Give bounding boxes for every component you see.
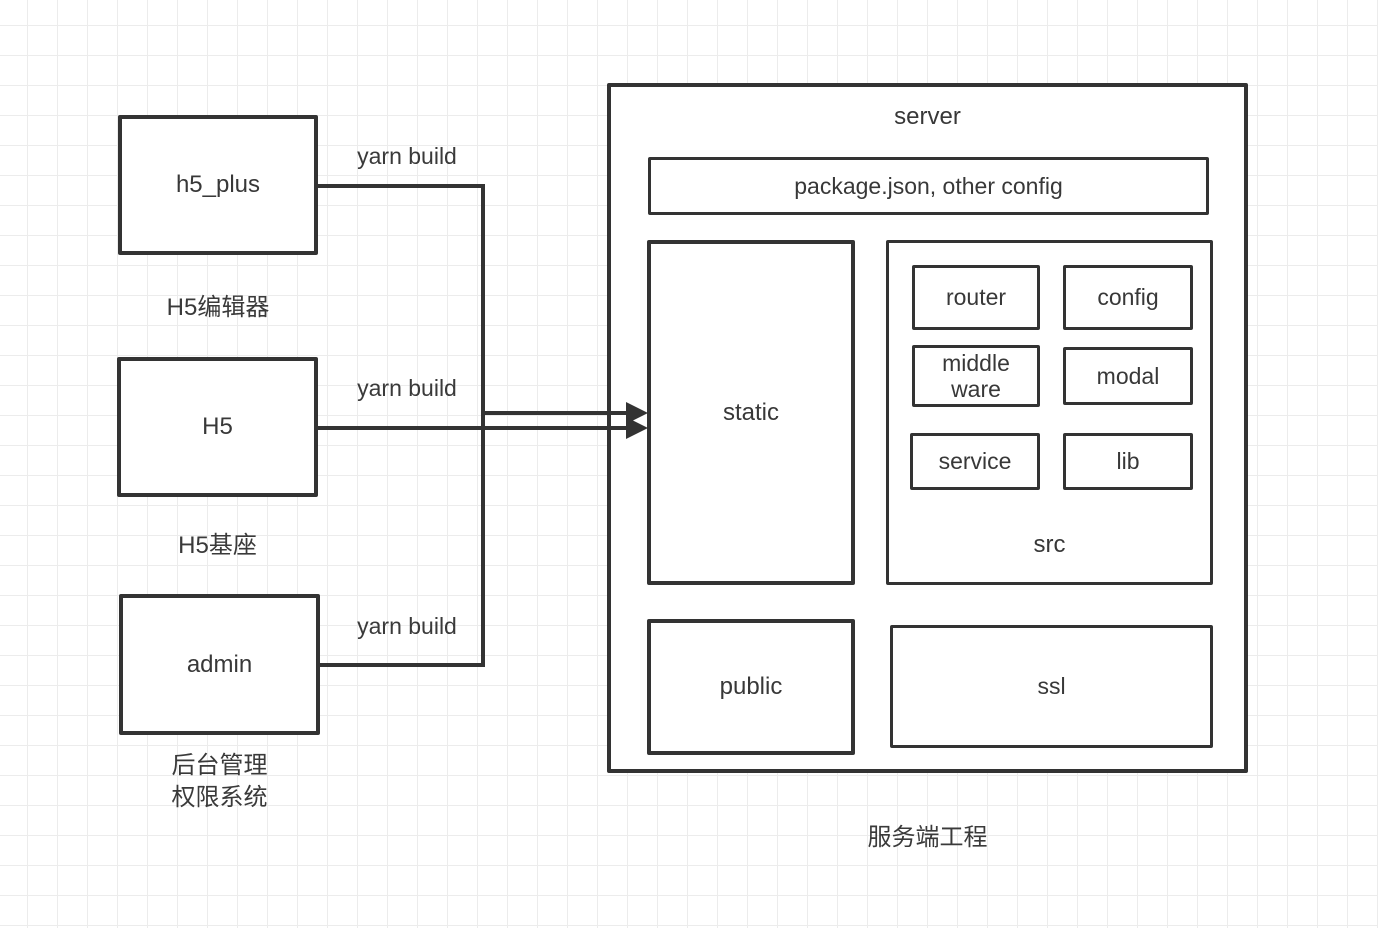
shape-router: router — [912, 265, 1040, 330]
shape-middleware: middle ware — [912, 345, 1040, 407]
caption-admin-line-2: 权限系统 — [171, 784, 268, 811]
caption-h5-editor: H5编辑器 — [166, 294, 270, 321]
edge-admin-horizontal — [320, 663, 483, 667]
middleware-label-line-1: middle — [942, 350, 1010, 376]
src-label: src — [1033, 531, 1066, 558]
edge-merged-to-static — [483, 411, 628, 415]
shape-service: service — [910, 433, 1040, 490]
service-label: service — [938, 448, 1012, 475]
middleware-label-line-2: ware — [951, 376, 1001, 402]
shape-config: config — [1063, 265, 1193, 330]
shape-h5-plus: h5_plus — [118, 115, 318, 255]
shape-h5-plus-label: h5_plus — [175, 171, 261, 199]
caption-server-project: 服务端工程 — [867, 824, 988, 851]
lib-label: lib — [1116, 448, 1140, 475]
edge-label-yarn-build-3: yarn build — [357, 613, 457, 639]
shape-h5: H5 — [117, 357, 318, 497]
shape-admin: admin — [119, 594, 320, 735]
package-json-label: package.json, other config — [794, 172, 1063, 199]
shape-lib: lib — [1063, 433, 1193, 490]
modal-label: modal — [1096, 362, 1160, 389]
caption-h5-base: H5基座 — [178, 532, 257, 559]
arrowhead-icon — [626, 417, 648, 439]
shape-package-json-config: package.json, other config — [648, 157, 1209, 215]
shape-static: static — [647, 240, 855, 585]
shape-h5-label: H5 — [202, 413, 233, 441]
caption-admin-line-1: 后台管理 — [171, 752, 268, 779]
router-label: router — [945, 284, 1007, 311]
shape-modal: modal — [1063, 347, 1193, 405]
caption-admin-system: 后台管理 权限系统 — [119, 750, 320, 814]
ssl-label: ssl — [1037, 673, 1066, 700]
middleware-label: middle ware — [942, 350, 1010, 402]
edge-label-yarn-build-2: yarn build — [357, 375, 457, 401]
edge-label-yarn-build-1: yarn build — [357, 143, 457, 169]
edge-h5plus-horizontal — [318, 184, 485, 188]
static-label: static — [722, 398, 779, 426]
shape-ssl: ssl — [890, 625, 1213, 748]
shape-admin-label: admin — [186, 650, 253, 678]
shape-public: public — [647, 619, 855, 755]
public-label: public — [719, 673, 783, 701]
config-label: config — [1097, 284, 1159, 311]
server-title: server — [894, 103, 961, 130]
edge-h5-to-static — [318, 426, 628, 430]
edge-merge-trunk-vertical — [481, 184, 485, 667]
